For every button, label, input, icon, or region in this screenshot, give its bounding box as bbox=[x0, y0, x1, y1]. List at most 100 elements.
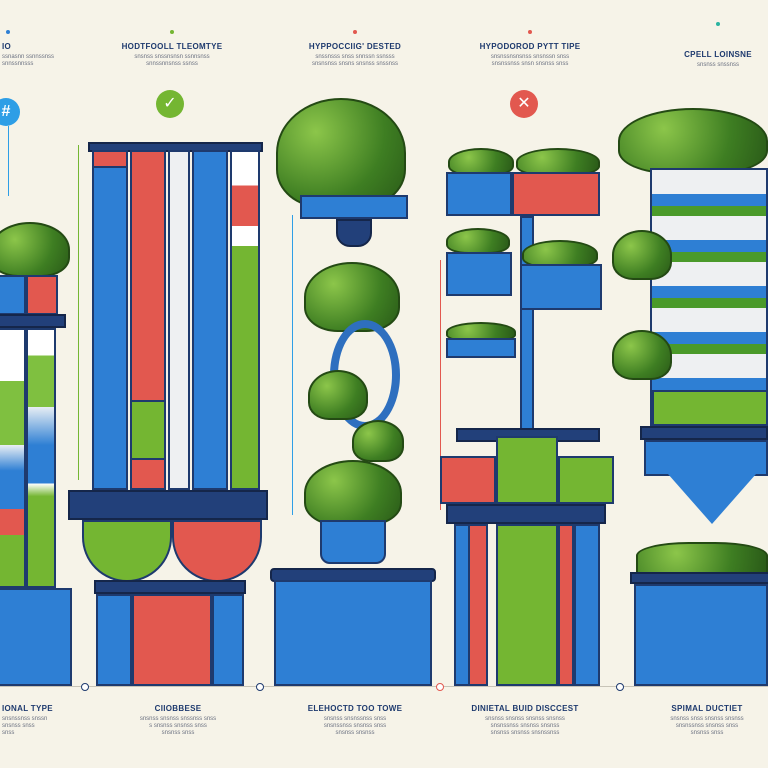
label-desc: s snsnss snsnss snss bbox=[149, 723, 207, 729]
base bbox=[574, 524, 600, 686]
label-title: HYPPOCCIIG' DESTED bbox=[308, 42, 402, 51]
baseline bbox=[0, 686, 768, 687]
reservoir bbox=[274, 580, 432, 686]
tube bbox=[92, 150, 128, 490]
connector-line bbox=[440, 260, 441, 510]
label-title: SPIMAL DUCTIET bbox=[671, 704, 743, 713]
plant bbox=[276, 98, 406, 208]
pot bbox=[446, 252, 512, 296]
label-desc: snsnss snssnsnsn ssnnsnss bbox=[134, 54, 210, 60]
label-title: CIIOBBESE bbox=[154, 704, 202, 713]
tube bbox=[26, 328, 56, 588]
label-desc: snsnssnss snssn bbox=[2, 716, 48, 722]
marker-dot bbox=[616, 683, 624, 691]
connector-line bbox=[8, 126, 9, 196]
base bbox=[212, 594, 244, 686]
pot bbox=[446, 338, 516, 358]
funnel bbox=[644, 440, 768, 476]
reservoir bbox=[0, 588, 72, 686]
plant bbox=[516, 148, 600, 176]
manifold bbox=[68, 490, 268, 520]
label-desc: snnssnnsnss ssnss bbox=[146, 61, 198, 67]
marker-dot bbox=[6, 30, 10, 34]
label-desc: snsnss snsnss snsnssnss bbox=[490, 730, 560, 736]
label-title: HYPODOROD PYTT TIPE bbox=[479, 42, 581, 51]
plant bbox=[446, 228, 510, 254]
label-desc: snsnss snss bbox=[2, 723, 35, 729]
label-desc: snsnssnss snsn snsnss snss bbox=[491, 61, 569, 67]
label-desc: snsnss snssnss bbox=[696, 62, 739, 68]
funnel bbox=[172, 520, 262, 582]
base bbox=[468, 524, 488, 686]
marker-dot bbox=[528, 30, 532, 34]
check-icon: ✓ bbox=[156, 90, 184, 118]
tube bbox=[192, 150, 228, 490]
label-desc: snsnss snsnss bbox=[335, 730, 375, 736]
plant bbox=[308, 370, 368, 420]
label-desc: snnssnnsss bbox=[2, 61, 34, 67]
label-desc: snsnss snsnss snsnss snsnss bbox=[485, 716, 565, 722]
rim bbox=[630, 572, 768, 584]
label-desc: snsnssnss snsnss snsnss bbox=[490, 723, 560, 729]
rim bbox=[640, 426, 768, 440]
label-desc: snsnss snss snsnss snsnss bbox=[670, 716, 744, 722]
label-desc: snsnssnss snsnss snss bbox=[675, 723, 739, 729]
box bbox=[440, 456, 496, 504]
label-title: ELEHOCTD TOO TOWE bbox=[307, 704, 403, 713]
reservoir bbox=[634, 584, 768, 686]
box bbox=[496, 436, 558, 504]
label-title: DINIETAL BUID DISCCEST bbox=[471, 704, 579, 713]
label-desc: snss bbox=[2, 730, 15, 736]
connector-line bbox=[292, 215, 293, 515]
plant bbox=[0, 222, 70, 277]
base bbox=[496, 524, 558, 686]
label-title: IONAL TYPE bbox=[2, 704, 53, 713]
label-desc: snsnssnsnsnss snsnssn snss bbox=[490, 54, 570, 60]
x-icon: ✕ bbox=[510, 90, 538, 118]
label-title: IO bbox=[2, 42, 12, 51]
label-desc: snsnss snsnss snssnss snss bbox=[139, 716, 217, 722]
plant bbox=[352, 420, 404, 462]
spiral-column bbox=[650, 168, 768, 428]
plant bbox=[304, 460, 402, 526]
plant bbox=[636, 542, 768, 576]
collar bbox=[446, 504, 606, 524]
base bbox=[132, 594, 212, 686]
tube bbox=[0, 328, 26, 588]
marker-dot bbox=[436, 683, 444, 691]
funnel bbox=[82, 520, 172, 582]
collar bbox=[94, 580, 246, 594]
pot bbox=[446, 172, 512, 216]
label-desc: snsnss snsnssnss snss bbox=[323, 716, 387, 722]
pot bbox=[0, 275, 26, 315]
label-desc: snsnss snss bbox=[161, 730, 195, 736]
collar bbox=[0, 314, 66, 328]
hash-icon: # bbox=[0, 98, 20, 126]
base bbox=[96, 594, 132, 686]
tube bbox=[168, 150, 190, 490]
pot bbox=[26, 275, 58, 315]
band bbox=[652, 390, 768, 426]
plant bbox=[612, 330, 672, 380]
dripper bbox=[336, 219, 372, 247]
plant bbox=[612, 230, 672, 280]
funnel-cone bbox=[668, 474, 756, 524]
label-desc: snsnssnss snsnss snss bbox=[323, 723, 387, 729]
tube bbox=[230, 150, 260, 490]
pot bbox=[320, 520, 386, 564]
marker-dot bbox=[716, 22, 720, 26]
label-desc: snsnss snss bbox=[690, 730, 724, 736]
label-title: CPELL LOINSNE bbox=[684, 50, 752, 59]
pot bbox=[300, 195, 408, 219]
plant bbox=[618, 108, 768, 174]
plant bbox=[304, 262, 400, 332]
marker-dot bbox=[353, 30, 357, 34]
label-desc: snsnsnss snsns snsnss snssnss bbox=[311, 61, 399, 67]
box bbox=[558, 456, 614, 504]
pot bbox=[520, 264, 602, 310]
label-desc: ssnasnn ssnnssnss bbox=[2, 54, 55, 60]
marker-dot bbox=[81, 683, 89, 691]
marker-dot bbox=[170, 30, 174, 34]
pot bbox=[512, 172, 600, 216]
connector-line bbox=[78, 145, 79, 480]
